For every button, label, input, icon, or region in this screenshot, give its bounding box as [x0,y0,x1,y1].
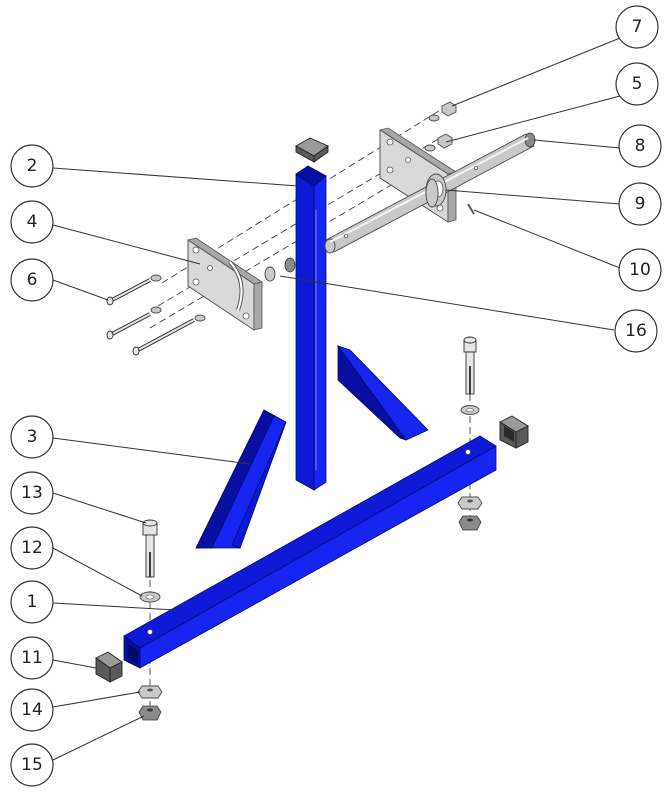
callout-label-3: 3 [27,427,38,447]
upper-hardware [424,101,457,152]
callout-16: 16 [614,309,658,353]
callout-label-6: 6 [27,270,38,290]
nut-left [138,705,162,721]
callout-4: 4 [10,200,54,244]
washer-right [460,405,480,415]
callout-2: 2 [10,144,54,188]
callouts: 7 5 8 2 9 4 10 6 [10,5,662,787]
side-bolts [106,274,206,356]
end-cap-right [499,415,529,449]
front-plate [187,237,263,331]
callout-12: 12 [10,526,54,570]
nut-right [458,515,482,531]
callout-15: 15 [10,743,54,787]
brace-right [336,344,429,441]
callout-label-9: 9 [635,194,646,214]
bolt-right [463,336,477,395]
spacer-nuts [264,257,296,282]
callout-label-10: 10 [629,260,651,280]
callout-label-13: 13 [21,483,43,503]
leader-lines [52,37,621,761]
base-tube [123,435,497,669]
vertical-post [295,165,327,491]
bolt-left [142,519,158,578]
callout-label-14: 14 [21,700,43,720]
callout-7: 7 [615,5,659,49]
lock-nut-right [457,496,483,510]
shaft-collar [425,173,447,208]
callout-10: 10 [618,248,662,292]
washer-left [139,591,161,603]
callout-11: 11 [10,636,54,680]
callout-label-7: 7 [632,17,643,37]
callout-label-16: 16 [625,321,647,341]
callout-label-11: 11 [21,648,43,668]
lock-nut-left [137,685,163,699]
callout-label-2: 2 [27,156,38,176]
callout-label-12: 12 [21,538,43,558]
callout-9: 9 [618,182,662,226]
end-cap-left [95,651,123,683]
callout-label-8: 8 [635,136,646,156]
callout-8: 8 [618,124,662,168]
callout-5: 5 [615,62,659,106]
callout-label-1: 1 [27,592,38,612]
cotter-pin [467,203,475,215]
callout-3: 3 [10,415,54,459]
callout-label-5: 5 [632,74,643,94]
callout-label-15: 15 [21,755,43,775]
brace-left [195,409,287,549]
callout-14: 14 [10,688,54,732]
callout-13: 13 [10,471,54,515]
callout-6: 6 [10,258,54,302]
post-top-cap [295,137,329,163]
callout-1: 1 [10,580,54,624]
callout-label-4: 4 [27,212,38,232]
